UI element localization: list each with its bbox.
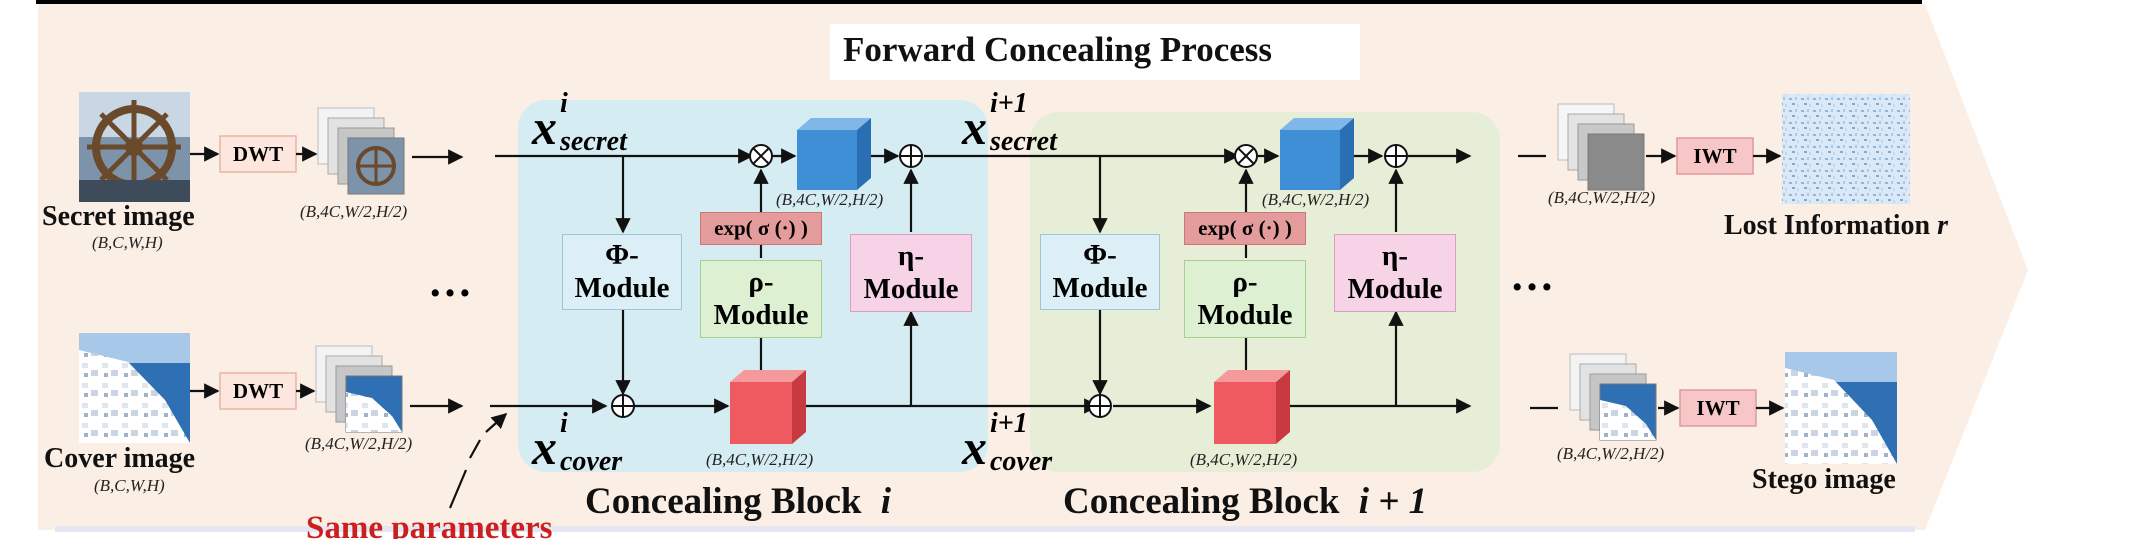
phi-module-i-symbol: Φ- bbox=[605, 239, 639, 271]
lost-information-label: Lost Information r bbox=[1724, 210, 1949, 241]
stego-iwt-box bbox=[1679, 389, 1757, 427]
secret-image-dims: (B,C,W,H) bbox=[92, 233, 163, 252]
secret-dwt-box bbox=[219, 135, 297, 173]
lost-subband-stack bbox=[1557, 103, 1645, 191]
cube-blue-next-dims: (B,4C,W/2,H/2) bbox=[1262, 190, 1370, 209]
rho-module-next-word: Module bbox=[1197, 299, 1293, 331]
block-next-caption-text: Concealing Block bbox=[1063, 481, 1340, 522]
cube-blue-i-dims: (B,4C,W/2,H/2) bbox=[776, 190, 884, 209]
lost-iwt-box bbox=[1676, 137, 1754, 175]
cube-red-i bbox=[730, 370, 806, 444]
cover-subband-stack bbox=[315, 345, 403, 433]
eta-module-i-word: Module bbox=[863, 273, 959, 305]
eta-module-next: η- Module bbox=[1334, 234, 1456, 312]
top-frame bbox=[36, 0, 1922, 4]
rho-module-i-symbol: ρ- bbox=[748, 266, 774, 298]
stego-image-thumbnail bbox=[1785, 352, 1897, 464]
title-box bbox=[830, 24, 1360, 80]
ellipsis-right: … bbox=[1510, 251, 1558, 300]
band-shadow bbox=[55, 526, 1915, 532]
var-x-cover-next: x i+1 cover bbox=[962, 408, 1053, 477]
rho-module-next: ρ- Module bbox=[1184, 260, 1306, 338]
lost-information-var: r bbox=[1937, 210, 1949, 241]
cube-red-i-dims: (B,4C,W/2,H/2) bbox=[706, 450, 814, 469]
cover-dwt-box bbox=[219, 372, 297, 410]
secret-image-thumbnail bbox=[79, 92, 190, 202]
lost-information-image bbox=[1782, 94, 1910, 204]
cover-image-thumbnail bbox=[79, 333, 190, 443]
block-i-caption: Concealing Block i bbox=[585, 480, 891, 523]
flow-lines bbox=[190, 146, 1785, 416]
cube-blue-next bbox=[1280, 118, 1354, 190]
secret-image-label: Secret image bbox=[42, 201, 195, 232]
phi-module-next-symbol: Φ- bbox=[1083, 239, 1117, 271]
block-next-caption: Concealing Block i + 1 bbox=[1063, 480, 1427, 523]
rho-module-next-symbol: ρ- bbox=[1232, 266, 1258, 298]
cube-blue-i bbox=[797, 118, 871, 190]
eta-module-i-symbol: η- bbox=[897, 240, 925, 272]
secret-stack-dims: (B,4C,W/2,H/2) bbox=[300, 202, 408, 221]
ellipsis-left: … bbox=[428, 257, 476, 306]
phi-module-i: Φ- Module bbox=[562, 234, 682, 310]
cover-image-dims: (B,C,W,H) bbox=[94, 476, 165, 495]
cover-dwt-label: DWT bbox=[232, 378, 284, 403]
eta-module-next-symbol: η- bbox=[1381, 240, 1409, 272]
cube-red-next-dims: (B,4C,W/2,H/2) bbox=[1190, 450, 1298, 469]
phi-module-next-word: Module bbox=[1052, 272, 1148, 304]
exp-sigma-box-i: exp( σ (·) ) bbox=[700, 212, 822, 245]
phi-module-i-word: Module bbox=[574, 272, 670, 304]
cover-image-label: Cover image bbox=[44, 443, 196, 474]
cube-red-next bbox=[1214, 370, 1290, 444]
lost-stack-dims: (B,4C,W/2,H/2) bbox=[1548, 188, 1656, 207]
rho-module-i-word: Module bbox=[713, 299, 809, 331]
rho-module-i: ρ- Module bbox=[700, 260, 822, 338]
var-x-cover-i: x i cover bbox=[532, 408, 623, 477]
stego-image-label: Stego image bbox=[1752, 464, 1896, 495]
phi-module-next: Φ- Module bbox=[1040, 234, 1160, 310]
var-x-secret-i: x i secret bbox=[532, 88, 627, 157]
secret-dwt-label: DWT bbox=[232, 141, 284, 166]
operators bbox=[611, 144, 1408, 418]
block-i-caption-index: i bbox=[880, 481, 892, 522]
secret-subband-stack bbox=[317, 107, 405, 195]
eta-module-next-word: Module bbox=[1347, 273, 1443, 305]
lost-iwt-label: IWT bbox=[1693, 143, 1737, 168]
block-i-caption-text: Concealing Block bbox=[585, 481, 862, 522]
var-x-secret-next: x i+1 secret bbox=[962, 88, 1057, 157]
exp-sigma-box-next: exp( σ (·) ) bbox=[1184, 212, 1306, 245]
diagram-title: Forward Concealing Process bbox=[843, 30, 1273, 69]
eta-module-i: η- Module bbox=[850, 234, 972, 312]
stego-iwt-label: IWT bbox=[1696, 395, 1740, 420]
stego-subband-stack bbox=[1569, 353, 1657, 441]
same-parameters-note: Same parameters bbox=[306, 510, 553, 539]
cover-stack-dims: (B,4C,W/2,H/2) bbox=[305, 434, 413, 453]
shared-params-pointer bbox=[448, 439, 481, 509]
stego-stack-dims: (B,4C,W/2,H/2) bbox=[1557, 444, 1665, 463]
block-next-caption-index: i + 1 bbox=[1358, 481, 1428, 522]
